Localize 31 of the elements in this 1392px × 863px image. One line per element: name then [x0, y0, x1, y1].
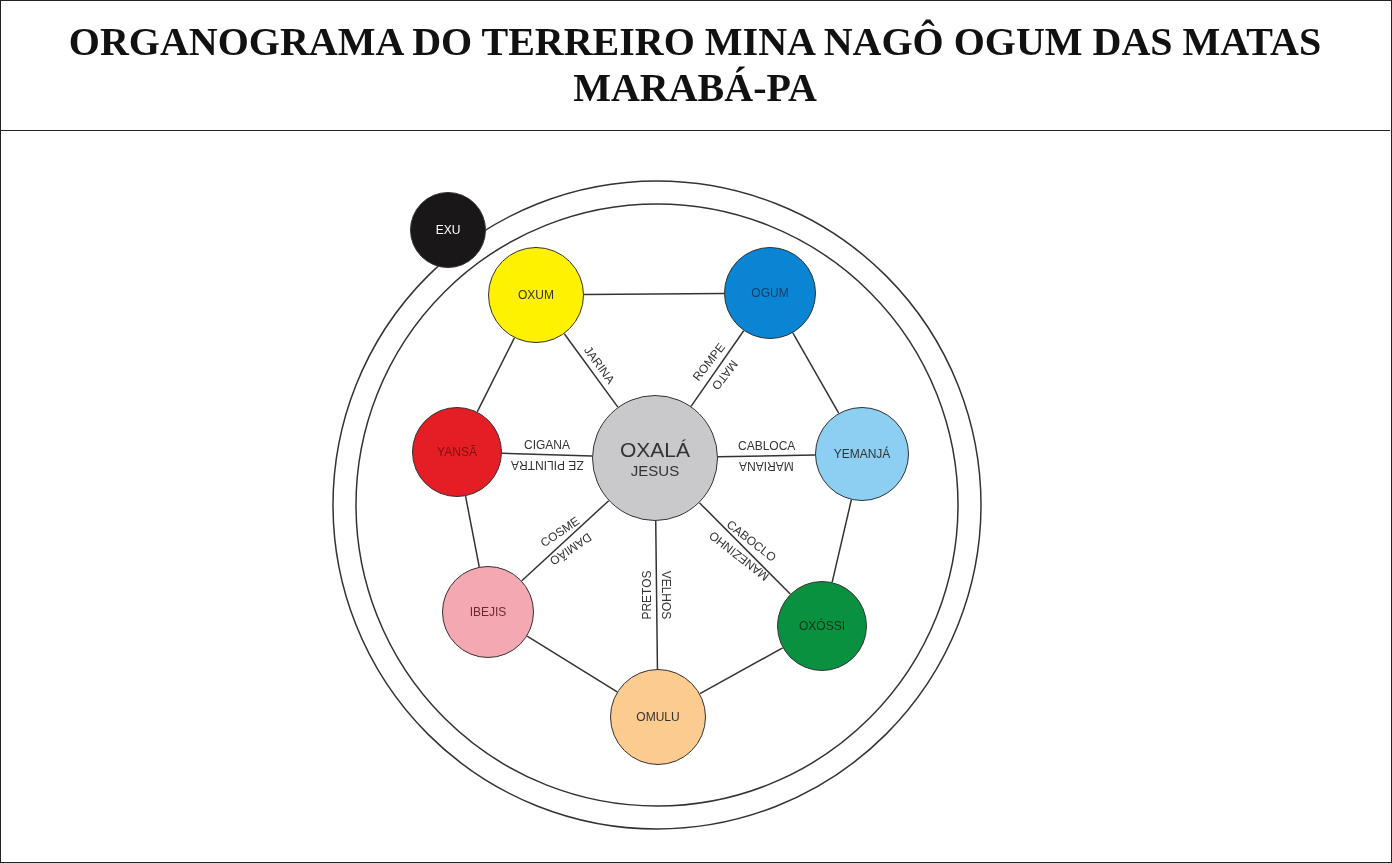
connector-line — [699, 647, 784, 695]
edge-label: CABLOCA — [738, 439, 796, 452]
node-label: OXÓSSI — [799, 619, 845, 633]
node-label: JESUS — [630, 461, 680, 479]
line-caption: ZE PILINTRA — [510, 458, 584, 471]
connector-line — [655, 520, 659, 670]
connector-line — [464, 495, 480, 568]
connector-line — [476, 337, 516, 413]
node-label: YEMANJÁ — [833, 447, 891, 461]
connector-line — [501, 452, 593, 457]
line-caption: VELHOS — [660, 570, 673, 620]
line-caption: MARIANA — [739, 459, 794, 472]
connector-line — [526, 635, 618, 693]
connector-line — [792, 332, 840, 414]
connector-line — [831, 499, 853, 583]
node-label: IBEJIS — [469, 605, 507, 619]
node-label: OXUM — [518, 288, 554, 302]
node-label: OGUM — [751, 286, 789, 300]
connector-line — [690, 330, 745, 408]
connector-line — [563, 333, 619, 408]
node-label: EXU — [435, 223, 461, 237]
node-label: OXALÁ — [619, 437, 690, 462]
connector-line — [583, 292, 725, 296]
connector-line — [717, 454, 816, 458]
node-label: OMULU — [636, 710, 680, 724]
edge-label: CIGANA — [524, 438, 570, 451]
node-label: YANSÃ — [437, 445, 477, 459]
diagram-title: ORGANOGRAMA DO TERREIRO MINA NAGÔ OGUM DAS MATAS MARABÁ-PA — [67, 19, 1323, 111]
connector-line — [521, 499, 610, 582]
connector-line — [698, 501, 792, 595]
edge-label: PRETOS — [640, 570, 653, 620]
